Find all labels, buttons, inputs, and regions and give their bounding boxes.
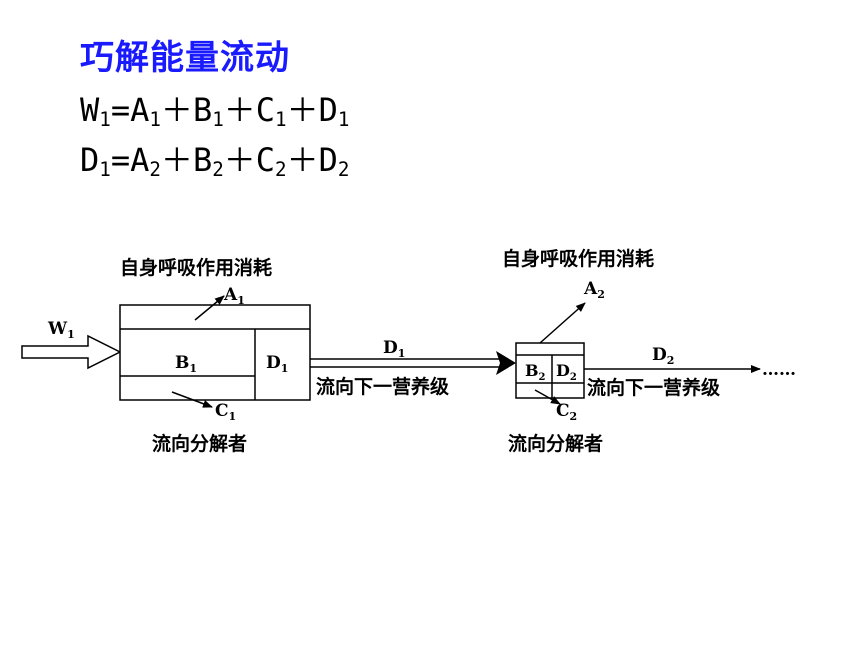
level2-storage: B2 — [525, 361, 546, 383]
formula-lhs: W1 — [80, 91, 111, 131]
formula-term: A1 — [130, 91, 161, 131]
level2-respiration-label: 自身呼吸作用消耗 — [502, 247, 654, 270]
level2-respiration: A2 — [583, 279, 605, 301]
formula-term: D1 — [318, 91, 350, 131]
formula-term: D2 — [318, 141, 350, 181]
formula-w1: W1=A1＋B1＋C1＋D1 — [80, 91, 350, 131]
level2-decomposer-arrow — [534, 389, 561, 405]
formula-term: B2 — [192, 141, 224, 181]
input-label: W1 — [47, 319, 75, 341]
level1-decomposer-label: 流向分解者 — [152, 432, 247, 455]
level1-next: D1 — [266, 353, 288, 375]
level2-box — [515, 342, 585, 399]
level1-respiration: A1 — [223, 285, 245, 307]
input-arrow — [21, 334, 122, 370]
level1-next-arrowhead — [496, 351, 516, 375]
level2-next: D2 — [556, 361, 577, 383]
level1-storage: B1 — [175, 353, 197, 375]
formula-term: C2 — [255, 141, 287, 181]
level1-decomposer-arrow — [171, 391, 213, 408]
level2-next-flow: D2 — [652, 345, 674, 367]
level1-respiration-label: 自身呼吸作用消耗 — [120, 256, 272, 279]
level2-decomposer: C2 — [556, 401, 577, 423]
formula-term: B1 — [192, 91, 224, 131]
level1-decomposer: C1 — [215, 401, 236, 423]
level1-box — [119, 304, 311, 401]
page-title: 巧解能量流动 — [80, 38, 290, 78]
level2-ellipsis: …… — [762, 360, 796, 380]
formula-term: C1 — [255, 91, 287, 131]
level2-decomposer-label: 流向分解者 — [508, 432, 603, 455]
formula-d1: D1=A2＋B2＋C2＋D2 — [80, 141, 350, 181]
level2-respiration-arrow — [539, 302, 586, 344]
level1-next-flow: D1 — [383, 338, 405, 360]
level2-next-label: 流向下一营养级 — [587, 376, 720, 399]
formula-lhs: D1 — [80, 141, 111, 181]
formula-term: A2 — [130, 141, 161, 181]
level1-next-label: 流向下一营养级 — [316, 375, 449, 398]
level1-respiration-arrow — [194, 295, 225, 321]
